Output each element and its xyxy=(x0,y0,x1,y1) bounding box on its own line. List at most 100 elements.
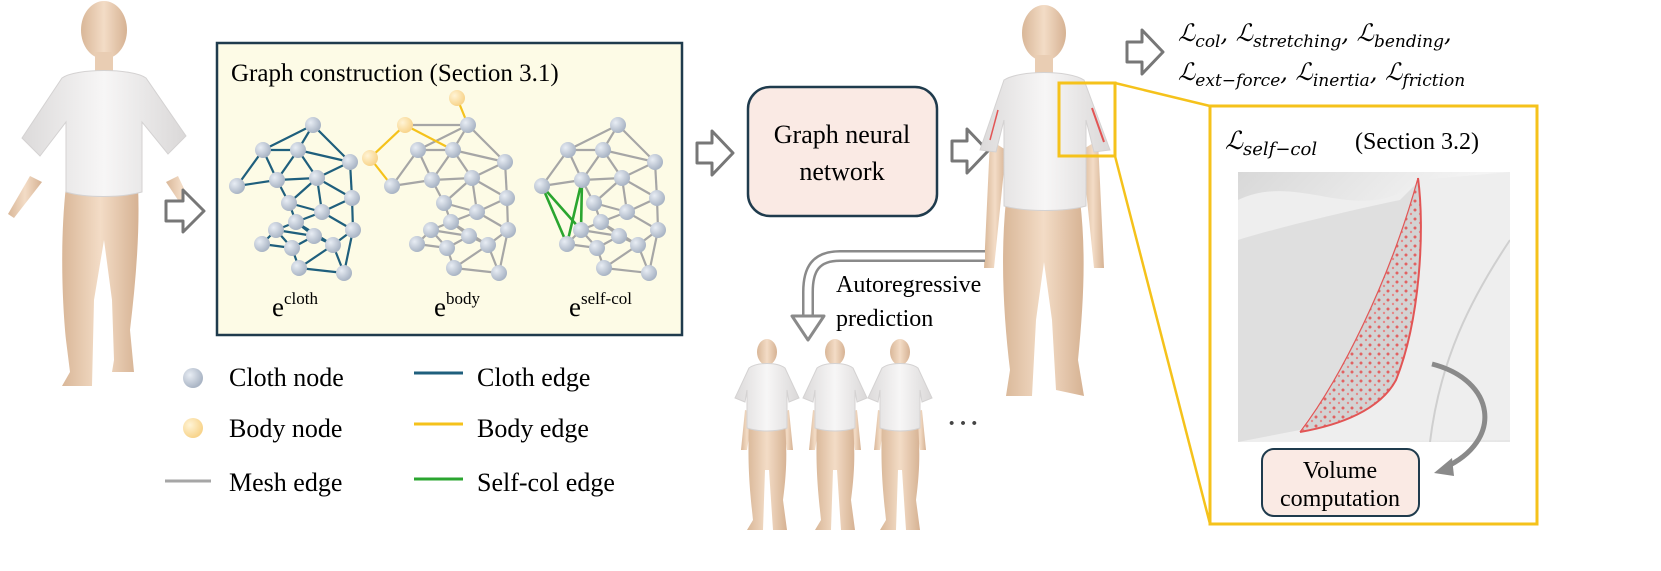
left-body-figure xyxy=(8,1,196,386)
cloth-node xyxy=(559,236,575,252)
graph-edge xyxy=(467,124,506,163)
flow-arrow-4 xyxy=(1125,28,1165,76)
label-e-body: ebody xyxy=(434,289,480,322)
volume-box xyxy=(1261,448,1420,517)
graph-edge xyxy=(262,124,314,151)
cloth-node xyxy=(305,117,321,133)
cloth-node xyxy=(409,236,425,252)
legend-cloth-edge: Cloth edge xyxy=(477,363,590,392)
graph-edge xyxy=(417,124,469,151)
cloth-node xyxy=(595,142,611,158)
cloth-node xyxy=(534,178,550,194)
cloth-node xyxy=(268,222,284,238)
graph-edge xyxy=(567,124,619,151)
cloth-node xyxy=(491,265,507,281)
cloth-node xyxy=(423,222,439,238)
autoregressive-arrowhead xyxy=(790,314,826,342)
selfcol-edge xyxy=(541,185,582,231)
graph-edge xyxy=(452,148,506,164)
cloth-node xyxy=(255,142,271,158)
legend-selfcol-edge: Self-col edge xyxy=(477,468,615,497)
self-col-section: (Section 3.2) xyxy=(1355,129,1479,155)
cloth-node xyxy=(306,228,322,244)
cloth-node xyxy=(469,204,485,220)
zoom-line-top xyxy=(1114,81,1211,108)
zoom-line-bottom xyxy=(1113,155,1212,525)
legend-body-node-marker xyxy=(183,418,203,438)
cloth-node xyxy=(647,154,663,170)
graph-edge xyxy=(297,148,351,164)
cloth-node xyxy=(344,190,360,206)
center-body-figure xyxy=(979,5,1111,396)
body-node xyxy=(397,117,413,133)
ellipsis: ··· xyxy=(946,405,980,442)
cloth-node xyxy=(288,214,304,230)
prediction-sequence xyxy=(734,339,933,530)
volume-curved-arrow xyxy=(1431,361,1488,471)
cloth-node xyxy=(325,237,341,253)
graph-edge xyxy=(312,124,351,163)
legend-symbols xyxy=(165,368,463,483)
self-col-title: ℒself−col xyxy=(1225,126,1317,160)
cloth-node xyxy=(464,170,480,186)
cloth-node xyxy=(446,260,462,276)
cloth-node xyxy=(619,204,635,220)
cloth-node xyxy=(281,195,297,211)
cloth-node xyxy=(461,228,477,244)
cloth-node xyxy=(443,214,459,230)
flow-arrow-3 xyxy=(950,127,990,175)
cloth-node xyxy=(384,178,400,194)
cloth-node xyxy=(336,265,352,281)
cloth-node xyxy=(650,222,666,238)
selfcol-edge xyxy=(565,179,584,245)
label-e-selfcol: eself-col xyxy=(569,289,632,322)
cloth-node xyxy=(460,117,476,133)
cloth-node xyxy=(314,204,330,220)
zoom-render xyxy=(1238,172,1510,442)
legend-body-node: Body node xyxy=(229,414,342,443)
legend-cloth-node: Cloth node xyxy=(229,363,344,392)
selfcol-edge xyxy=(540,185,569,245)
body-node xyxy=(362,150,378,166)
legend-mesh-edge: Mesh edge xyxy=(229,468,342,497)
cloth-node xyxy=(560,142,576,158)
graph-examples xyxy=(229,90,666,281)
cloth-node xyxy=(593,214,609,230)
legend-body-edge: Body edge xyxy=(477,414,589,443)
gnn-label-line2: network xyxy=(799,157,884,186)
cloth-node xyxy=(641,265,657,281)
gnn-box xyxy=(746,85,939,218)
body-edge xyxy=(404,124,454,151)
graph-box-title: Graph construction (Section 3.1) xyxy=(231,60,559,87)
predicted-figure xyxy=(802,339,868,530)
cloth-node xyxy=(284,240,300,256)
body-edge xyxy=(369,124,406,159)
body-node xyxy=(449,90,465,106)
cloth-node xyxy=(269,172,285,188)
autoregressive-label-line1: Autoregressive xyxy=(836,272,981,298)
cloth-node xyxy=(630,237,646,253)
autoregressive-label-line2: prediction xyxy=(836,306,933,332)
cloth-node xyxy=(309,170,325,186)
zoom-highlight-box xyxy=(1057,81,1117,158)
cloth-node xyxy=(291,260,307,276)
cloth-node xyxy=(574,172,590,188)
predicted-figure xyxy=(867,339,933,530)
cloth-node xyxy=(290,142,306,158)
cloth-node xyxy=(614,170,630,186)
cloth-node xyxy=(589,240,605,256)
cloth-node xyxy=(649,190,665,206)
cloth-node xyxy=(586,195,602,211)
label-e-cloth: ecloth xyxy=(272,289,318,322)
cloth-node xyxy=(610,117,626,133)
graph-construction-box xyxy=(215,41,684,337)
flow-arrow-2 xyxy=(695,129,735,177)
volume-label-line2: computation xyxy=(1280,486,1400,512)
graph-edge xyxy=(617,124,656,163)
predicted-figure xyxy=(734,339,800,530)
cloth-node xyxy=(436,195,452,211)
gnn-label-line1: Graph neural xyxy=(774,120,910,149)
cloth-node xyxy=(424,172,440,188)
cloth-node xyxy=(497,154,513,170)
